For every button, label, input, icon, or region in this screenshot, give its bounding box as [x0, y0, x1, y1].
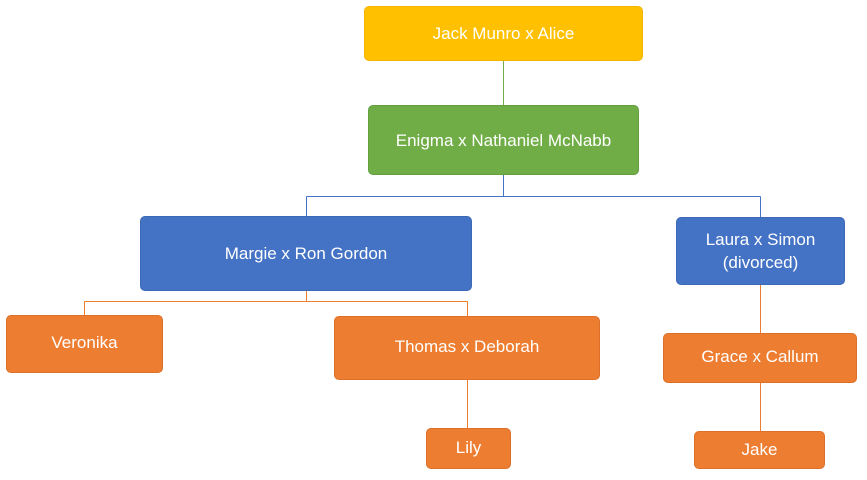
node-grace-callum: Grace x Callum: [663, 333, 857, 383]
node-laura-simon: Laura x Simon (divorced): [676, 217, 845, 285]
node-margie-ron-gordon: Margie x Ron Gordon: [140, 216, 472, 291]
node-veronika: Veronika: [6, 315, 163, 373]
node-jake: Jake: [694, 431, 825, 469]
node-lily: Lily: [426, 428, 511, 469]
node-jack-munro-alice: Jack Munro x Alice: [364, 6, 643, 61]
node-enigma-nathaniel-mcnabb: Enigma x Nathaniel McNabb: [368, 105, 639, 175]
node-thomas-deborah: Thomas x Deborah: [334, 316, 600, 380]
